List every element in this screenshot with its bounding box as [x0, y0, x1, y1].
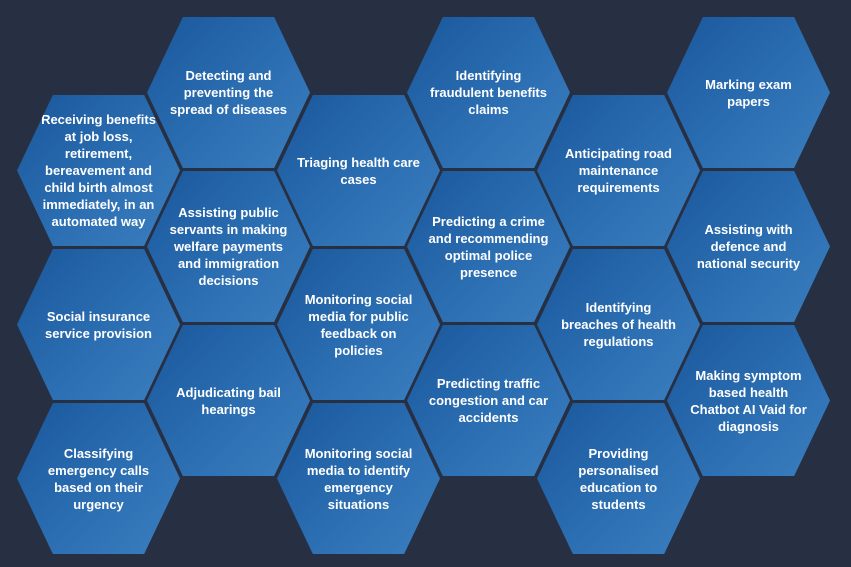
hexagon-tile: Identifying fraudulent benefits claims [407, 17, 570, 168]
hexagon-label: Predicting traffic congestion and car ac… [428, 376, 549, 425]
hexagon-tile: Marking exam papers [667, 17, 830, 168]
hexagon-tile: Monitoring social media for public feedb… [277, 249, 440, 400]
hexagon-label: Social insurance service provision [45, 308, 152, 341]
hexagon-tile: Predicting a crime and recommending opti… [407, 171, 570, 322]
hexagon-tile: Adjudicating bail hearings [147, 325, 310, 476]
hexagon-tile: Identifying breaches of health regulatio… [537, 249, 700, 400]
hexagon-tile: Social insurance service provision [17, 249, 180, 400]
hexagon-tile: Assisting public servants in making welf… [147, 171, 310, 322]
hexagon-label: Monitoring social media to identify emer… [304, 445, 413, 512]
hexagon-tile: Providing personalised education to stud… [537, 403, 700, 554]
hexagon-tile: Predicting traffic congestion and car ac… [407, 325, 570, 476]
hexagon-label: Adjudicating bail hearings [176, 384, 281, 417]
hexagon-tile: Making symptom based health Chatbot AI V… [667, 325, 830, 476]
hexagon-label: Identifying fraudulent benefits claims [429, 68, 547, 117]
hexagon-tile: Triaging health care cases [277, 95, 440, 246]
hexagon-label: Making symptom based health Chatbot AI V… [690, 367, 807, 434]
hexagon-label: Marking exam papers [705, 76, 792, 109]
hexagon-tile: Assisting with defence and national secu… [667, 171, 830, 322]
hexagon-tile: Detecting and preventing the spread of d… [147, 17, 310, 168]
hexagon-label: Receiving benefits at job loss, retireme… [41, 112, 156, 229]
hexagon-tile: Classifying emergency calls based on the… [17, 403, 180, 554]
hexagon-label: Providing personalised education to stud… [578, 445, 659, 512]
hexagon-label: Predicting a crime and recommending opti… [428, 213, 549, 280]
hexagon-label: Monitoring social media for public feedb… [304, 291, 413, 358]
hexagon-tile: Anticipating road maintenance requiremen… [537, 95, 700, 246]
hexagon-label: Assisting with defence and national secu… [696, 222, 801, 271]
hexagon-tile: Monitoring social media to identify emer… [277, 403, 440, 554]
hexagon-label: Identifying breaches of health regulatio… [561, 300, 676, 349]
hexagon-tile: Receiving benefits at job loss, retireme… [17, 95, 180, 246]
hexagon-label: Anticipating road maintenance requiremen… [565, 146, 672, 195]
hexagon-label: Assisting public servants in making welf… [169, 205, 288, 288]
hexagon-label: Detecting and preventing the spread of d… [169, 68, 288, 117]
hexagon-label: Triaging health care cases [297, 154, 420, 187]
hexagon-label: Classifying emergency calls based on the… [47, 445, 150, 512]
